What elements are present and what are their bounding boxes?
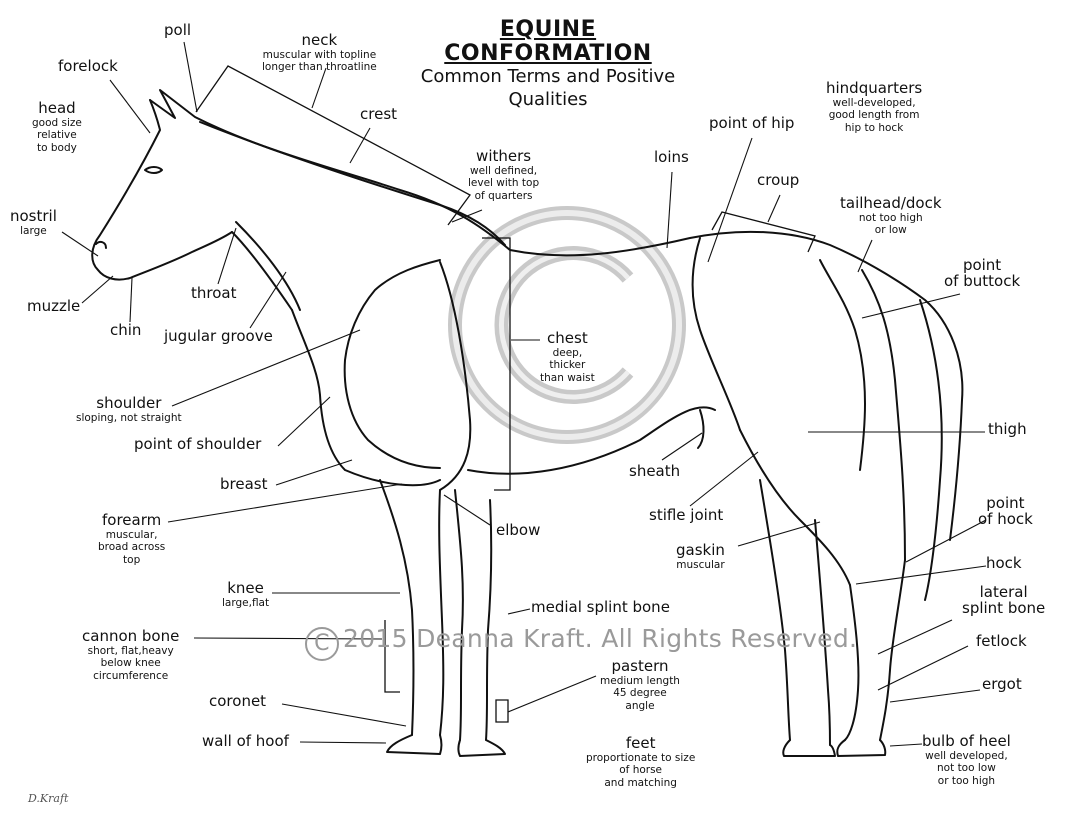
title-line-1: EQUINE — [398, 18, 698, 42]
label-point-of-hip: point of hip — [709, 116, 794, 132]
label-jugular-groove: jugular groove — [164, 329, 273, 345]
label-knee: knee large,flat — [222, 581, 269, 609]
label-gaskin: gaskin muscular — [676, 543, 725, 571]
label-forelock: forelock — [58, 59, 118, 75]
label-point-of-buttock: point of buttock — [944, 258, 1020, 290]
label-chest: chest deep, thicker than waist — [540, 331, 595, 385]
label-muzzle: muzzle — [27, 299, 80, 315]
label-hock: hock — [986, 556, 1022, 572]
copyright-text: 2015 Deanna Kraft. All Rights Reserved. — [343, 624, 857, 653]
label-wall-of-hoof: wall of hoof — [202, 734, 289, 750]
label-head: head good size relative to body — [32, 101, 82, 155]
label-chin: chin — [110, 323, 141, 339]
title-line-2: CONFORMATION — [398, 42, 698, 66]
label-coronet: coronet — [209, 694, 266, 710]
label-lateral-splint-bone: lateral splint bone — [962, 585, 1045, 617]
label-shoulder: shoulder sloping, not straight — [76, 396, 182, 424]
label-stifle-joint: stifle joint — [649, 508, 723, 524]
label-cannon-bone: cannon bone short, flat,heavy below knee… — [82, 629, 179, 683]
label-thigh: thigh — [988, 422, 1027, 438]
label-withers: withers well defined, level with top of … — [468, 149, 539, 203]
label-tailhead-dock: tailhead/dock not too high or low — [840, 196, 942, 237]
label-throat: throat — [191, 286, 236, 302]
label-neck: neck muscular with topline longer than t… — [262, 33, 377, 74]
pastern-bracket — [496, 700, 508, 722]
title-line-3: Common Terms and Positive — [398, 66, 698, 89]
label-point-of-shoulder: point of shoulder — [134, 437, 261, 453]
label-sheath: sheath — [629, 464, 680, 480]
label-poll: poll — [164, 23, 191, 39]
label-crest: crest — [360, 107, 397, 123]
title-line-4: Qualities — [398, 89, 698, 112]
label-point-of-hock: point of hock — [978, 496, 1033, 528]
label-elbow: elbow — [496, 523, 540, 539]
label-ergot: ergot — [982, 677, 1022, 693]
label-feet: feet proportionate to size of horse and … — [586, 736, 695, 790]
label-nostril: nostril large — [10, 209, 57, 237]
label-hindquarters: hindquarters well-developed, good length… — [826, 81, 922, 135]
label-croup: croup — [757, 173, 799, 189]
label-pastern: pastern medium length 45 degree angle — [600, 659, 680, 713]
copyright-symbol-icon: C — [305, 627, 339, 661]
label-fetlock: fetlock — [976, 634, 1027, 650]
artist-signature: D.Kraft — [28, 792, 68, 805]
diagram-title: EQUINE CONFORMATION Common Terms and Pos… — [398, 18, 698, 111]
label-bulb-of-heel: bulb of heel well developed, not too low… — [922, 734, 1011, 788]
label-forearm: forearm muscular, broad across top — [98, 513, 165, 567]
label-breast: breast — [220, 477, 267, 493]
label-loins: loins — [654, 150, 689, 166]
label-medial-splint-bone: medial splint bone — [531, 600, 670, 616]
